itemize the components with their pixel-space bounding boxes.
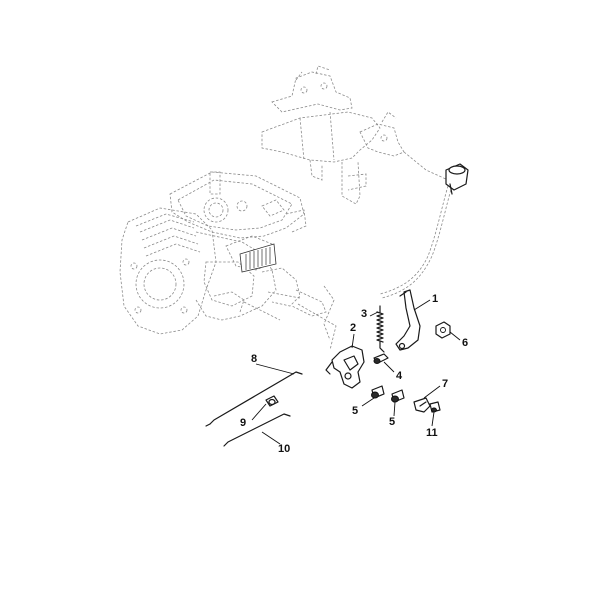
callout-6: 6 — [462, 337, 468, 349]
nut-part — [435, 321, 451, 339]
callout-7: 7 — [442, 378, 448, 390]
callout-labels: 1 2 3 4 5 5 6 7 8 9 10 11 — [240, 293, 468, 455]
callout-9: 9 — [240, 417, 246, 429]
callout-5b: 5 — [389, 416, 395, 428]
pivot-bolt-part — [373, 353, 389, 364]
leader-lines — [251, 299, 461, 445]
callout-10: 10 — [278, 443, 290, 455]
callout-1: 1 — [432, 293, 438, 305]
governor-plate — [239, 243, 277, 273]
clamp-bracket-part — [413, 397, 431, 413]
link-rod-part — [205, 371, 303, 427]
callout-5a: 5 — [352, 405, 358, 417]
callout-3: 3 — [361, 308, 367, 320]
engine-frame-outline — [119, 65, 405, 335]
callout-11: 11 — [426, 427, 438, 439]
screw-part-b — [391, 389, 405, 403]
bushing-part — [265, 395, 279, 407]
cable-end-fitting — [445, 163, 469, 195]
callout-2: 2 — [350, 322, 356, 334]
callout-8: 8 — [251, 353, 257, 365]
throttle-cable — [243, 151, 453, 351]
throttle-lever-part — [395, 289, 421, 351]
callout-4: 4 — [396, 370, 403, 382]
second-rod-part — [223, 413, 291, 447]
spring-part — [376, 305, 385, 353]
control-bracket-part — [325, 345, 365, 389]
screw-part-a — [371, 385, 385, 399]
clamp-screw-part — [429, 401, 441, 413]
